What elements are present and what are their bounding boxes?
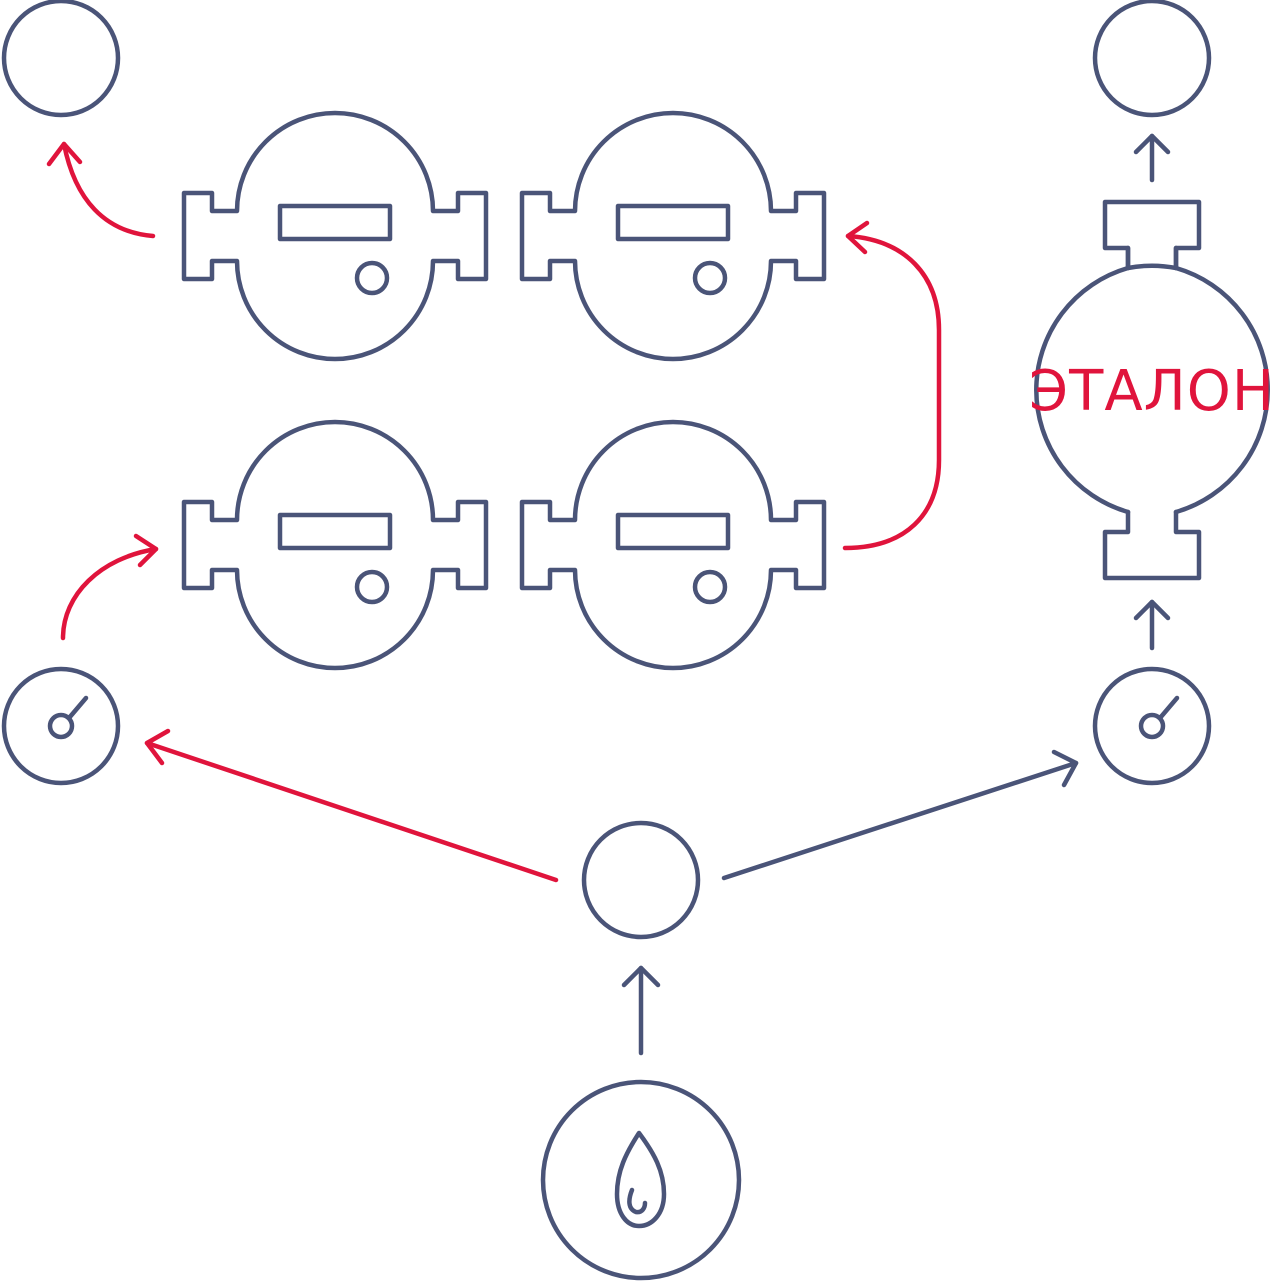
outlet-node-left <box>1 0 121 118</box>
arrow-reference-to-outlet <box>1133 133 1171 183</box>
water-drop-icon <box>614 1130 667 1229</box>
distribution-node <box>581 820 701 940</box>
arrow-gauge-to-meter <box>60 533 159 641</box>
reference-meter-label: ЭТАЛОН <box>1029 359 1275 424</box>
water-meter-icon <box>522 113 824 359</box>
pressure-gauge-icon <box>1095 669 1209 783</box>
arrow-bottom-row-to-top-row <box>842 220 942 551</box>
water-source <box>540 1079 742 1281</box>
reference-meter-body <box>1102 199 1202 271</box>
arrow-source-to-node <box>621 965 661 1056</box>
arrow-node-to-right-gauge <box>721 749 1079 881</box>
arrow-node-to-left-gauge <box>144 728 559 883</box>
water-source-circle <box>540 1079 742 1281</box>
water-meter-icon <box>522 422 824 668</box>
water-meter-icon <box>184 113 486 359</box>
arrow-gauge-to-reference <box>1133 599 1171 651</box>
pressure-gauge-icon <box>4 669 118 783</box>
arrow-top-row-to-outlet <box>46 141 156 239</box>
outlet-node-right <box>1092 0 1212 118</box>
water-meter-icon <box>184 422 486 668</box>
water-drop-highlight <box>627 1187 648 1215</box>
reference-meter: ЭТАЛОН <box>1029 199 1275 581</box>
